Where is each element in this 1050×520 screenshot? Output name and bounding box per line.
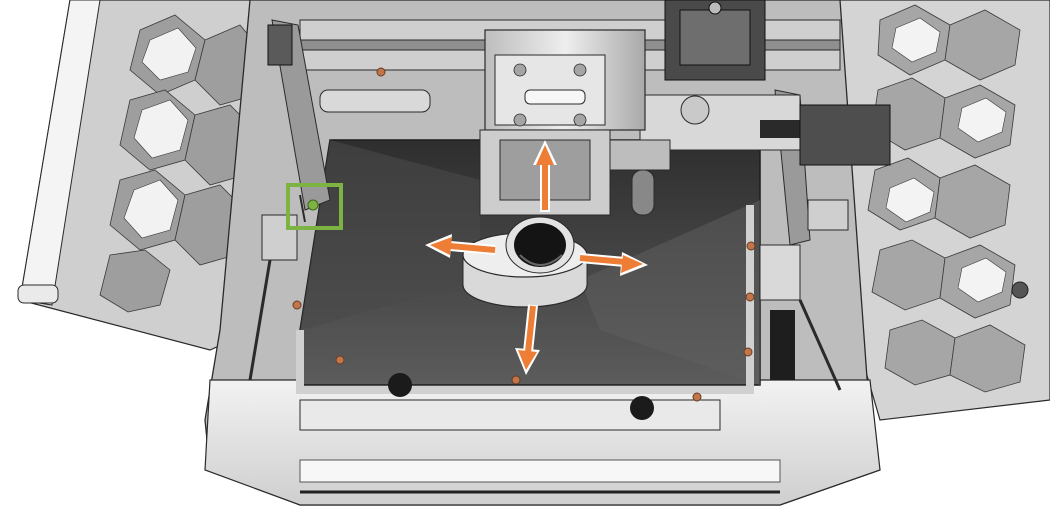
stepper-motor — [639, 0, 891, 166]
adjustment-screw — [307, 199, 319, 211]
arrow-down — [515, 304, 540, 375]
laser-nozzle — [462, 216, 588, 308]
movement-arrows — [425, 140, 648, 375]
arrow-left — [425, 234, 496, 258]
left-support-arm — [248, 19, 331, 381]
laser-head-carriage — [479, 29, 671, 216]
arrow-up — [533, 140, 557, 212]
arrow-right — [579, 252, 648, 276]
frame-screws — [292, 241, 756, 402]
highlight-box — [286, 183, 343, 230]
